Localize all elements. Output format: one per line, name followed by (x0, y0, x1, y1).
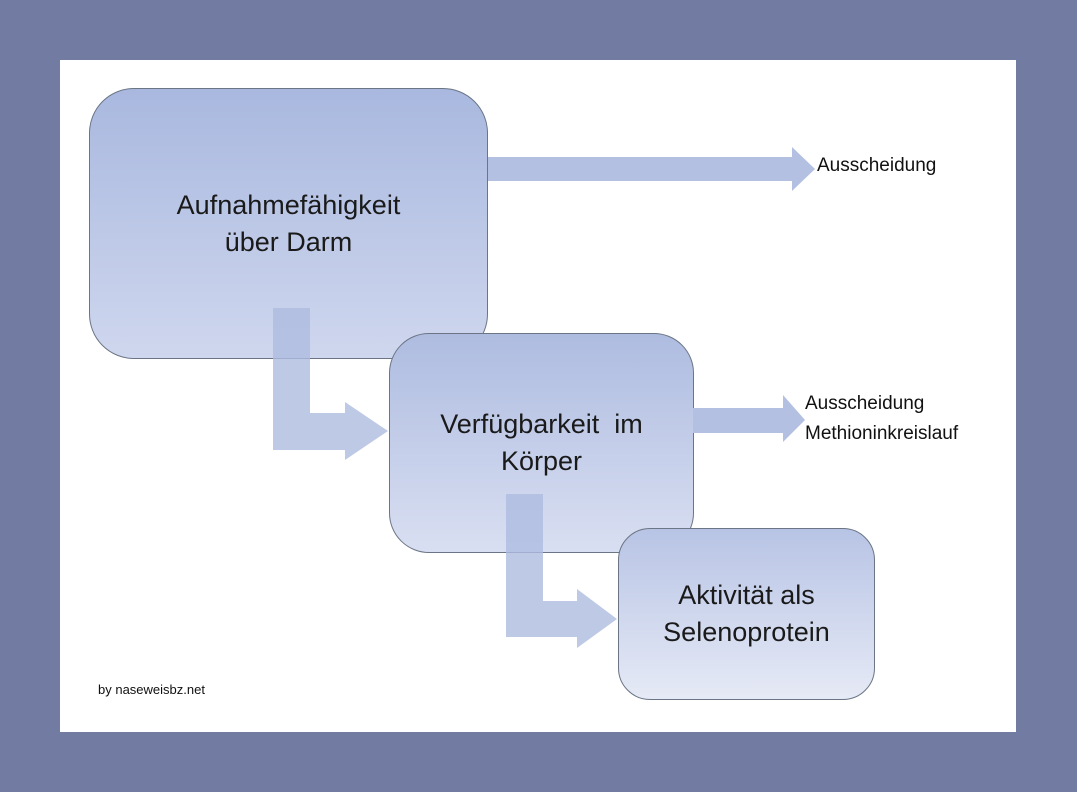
label-excretion: Ausscheidung (817, 155, 937, 176)
node-intake-label: Aufnahmefähigkeit über Darm (177, 187, 401, 261)
node-label-line: Körper (500, 446, 583, 476)
node-intake: Aufnahmefähigkeit über Darm (89, 88, 488, 359)
right-arrow-icon (488, 147, 815, 191)
node-label-line: Aktivität als (678, 580, 815, 610)
node-label-line: Verfügbarkeit im (440, 409, 643, 439)
node-label-line: Selenoprotein (663, 617, 830, 647)
label-excretion-methionine-line1: Ausscheidung (805, 393, 925, 414)
node-label-line: Aufnahmefähigkeit (176, 189, 401, 220)
label-excretion-methionine: Ausscheidung Methioninkreislauf (805, 389, 958, 449)
node-label-line: über Darm (224, 226, 353, 257)
right-arrow-icon (693, 395, 805, 442)
node-availability-label: Verfügbarkeit im Körper (440, 406, 643, 480)
node-availability: Verfügbarkeit im Körper (389, 333, 694, 553)
node-selenoprotein-label: Aktivität als Selenoprotein (663, 577, 830, 651)
label-excretion-methionine-line2: Methioninkreislauf (805, 423, 959, 444)
credit-text: by naseweisbz.net (98, 682, 205, 697)
node-selenoprotein: Aktivität als Selenoprotein (618, 528, 875, 700)
diagram-canvas: Aufnahmefähigkeit über Darm Verfügbarkei… (60, 60, 1016, 732)
